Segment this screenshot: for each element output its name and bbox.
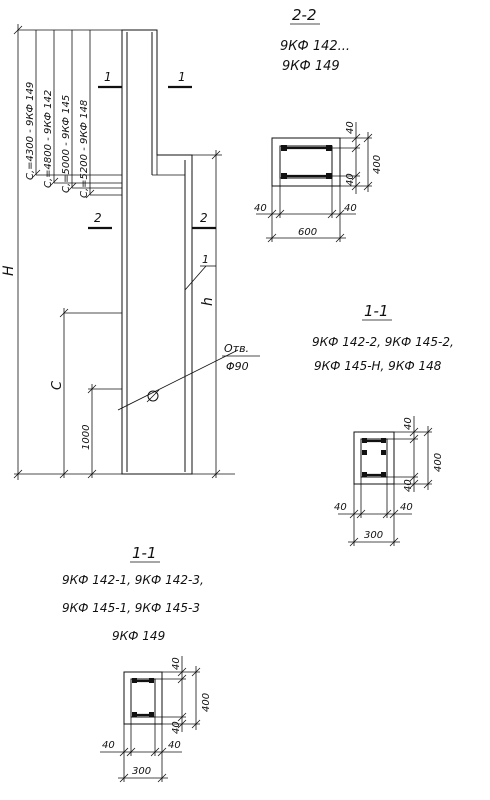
- section-2-2-dim-width: 600: [298, 227, 317, 238]
- section-1-1-bottom-marks-2: 9КФ 145-1, 9КФ 145-3: [62, 601, 200, 615]
- dim-C-label: C: [50, 380, 65, 390]
- dim-h-label: h: [200, 297, 216, 306]
- section-1-1-right-dim-right: 40: [400, 502, 413, 513]
- section-1-1-bottom-dim-top: 40: [171, 657, 182, 670]
- section-1-1-bottom-dim-width: 300: [132, 766, 151, 777]
- section-2-2-dim-height: 400: [372, 155, 383, 174]
- section-1-1-bottom-dim-bottom: 40: [171, 721, 182, 734]
- section-1-1-right-dim-width: 300: [364, 530, 383, 541]
- section-1-1-bottom-marks-3: 9КФ 149: [112, 629, 165, 643]
- section-1-1-right-stirrup: [360, 438, 388, 478]
- height-label-1: C,=4300 - 9КФ 149: [25, 82, 36, 180]
- section-1-1-right-dim-bottom: 40: [403, 479, 414, 492]
- section-2-2-stirrup: [279, 145, 333, 179]
- section-1-1-right-dim-height: 400: [433, 453, 444, 472]
- section-2-2-marks-1: 9КФ 142...: [280, 39, 350, 54]
- section-1-1-bottom: 1-1 9КФ 142-1, 9КФ 142-3, 9КФ 145-1, 9КФ…: [62, 544, 212, 783]
- cut-label-2-left: 2: [94, 211, 102, 225]
- section-1-1-bottom-marks-1: 9КФ 142-1, 9КФ 142-3,: [62, 573, 204, 587]
- dim-1000-label: 1000: [81, 425, 92, 450]
- section-2-2-dim-top: 40: [345, 121, 356, 134]
- section-1-1-right-dim-top: 40: [403, 417, 414, 430]
- section-2-2: 2-2 9КФ 142... 9КФ 149 40 40 400: [254, 6, 383, 243]
- column-elevation: C,=4300 - 9КФ 149 C,=4800 - 9КФ 142 C,=5…: [1, 24, 260, 480]
- section-2-2-dim-bottom: 40: [345, 173, 356, 186]
- height-label-3: C,=5000 - 9КФ 145: [61, 95, 72, 193]
- height-label-4: C,=5200 - 9КФ 148: [79, 100, 90, 198]
- height-label-2: C,=4800 - 9КФ 142: [43, 90, 54, 188]
- cut-label-2-right: 2: [200, 211, 208, 225]
- section-2-2-title: 2-2: [292, 6, 317, 24]
- cut-label-1-left: 1: [104, 70, 112, 84]
- leader-1-label: 1: [202, 253, 209, 266]
- section-1-1-right-marks-2: 9КФ 145-Н, 9КФ 148: [314, 359, 442, 373]
- section-1-1-right-marks-1: 9КФ 142-2, 9КФ 145-2,: [312, 335, 454, 349]
- cut-label-1-right: 1: [178, 70, 186, 84]
- section-1-1-right-dim-left: 40: [334, 502, 347, 513]
- hole-label-1: Отв.: [224, 342, 249, 355]
- section-1-1-bottom-title: 1-1: [132, 544, 157, 562]
- section-1-1-bottom-dim-right: 40: [168, 740, 181, 751]
- section-2-2-dim-right: 40: [344, 203, 357, 214]
- section-2-2-marks-2: 9КФ 149: [282, 59, 340, 74]
- section-1-1-right-title: 1-1: [364, 302, 389, 320]
- section-1-1-bottom-dim-left: 40: [102, 740, 115, 751]
- hole-icon: [147, 390, 159, 402]
- section-1-1-bottom-stirrup: [130, 678, 156, 718]
- dim-H-label: H: [1, 265, 17, 276]
- section-1-1-right: 1-1 9КФ 142-2, 9КФ 145-2, 9КФ 145-Н, 9КФ…: [312, 302, 454, 547]
- hole-label-2: Φ90: [226, 360, 249, 373]
- column-outline: [121, 29, 193, 475]
- section-2-2-dim-left: 40: [254, 203, 267, 214]
- section-1-1-bottom-outline: [123, 671, 163, 725]
- section-2-2-outline: [271, 137, 341, 187]
- section-1-1-bottom-dim-height: 400: [201, 693, 212, 712]
- section-1-1-right-outline: [353, 431, 395, 485]
